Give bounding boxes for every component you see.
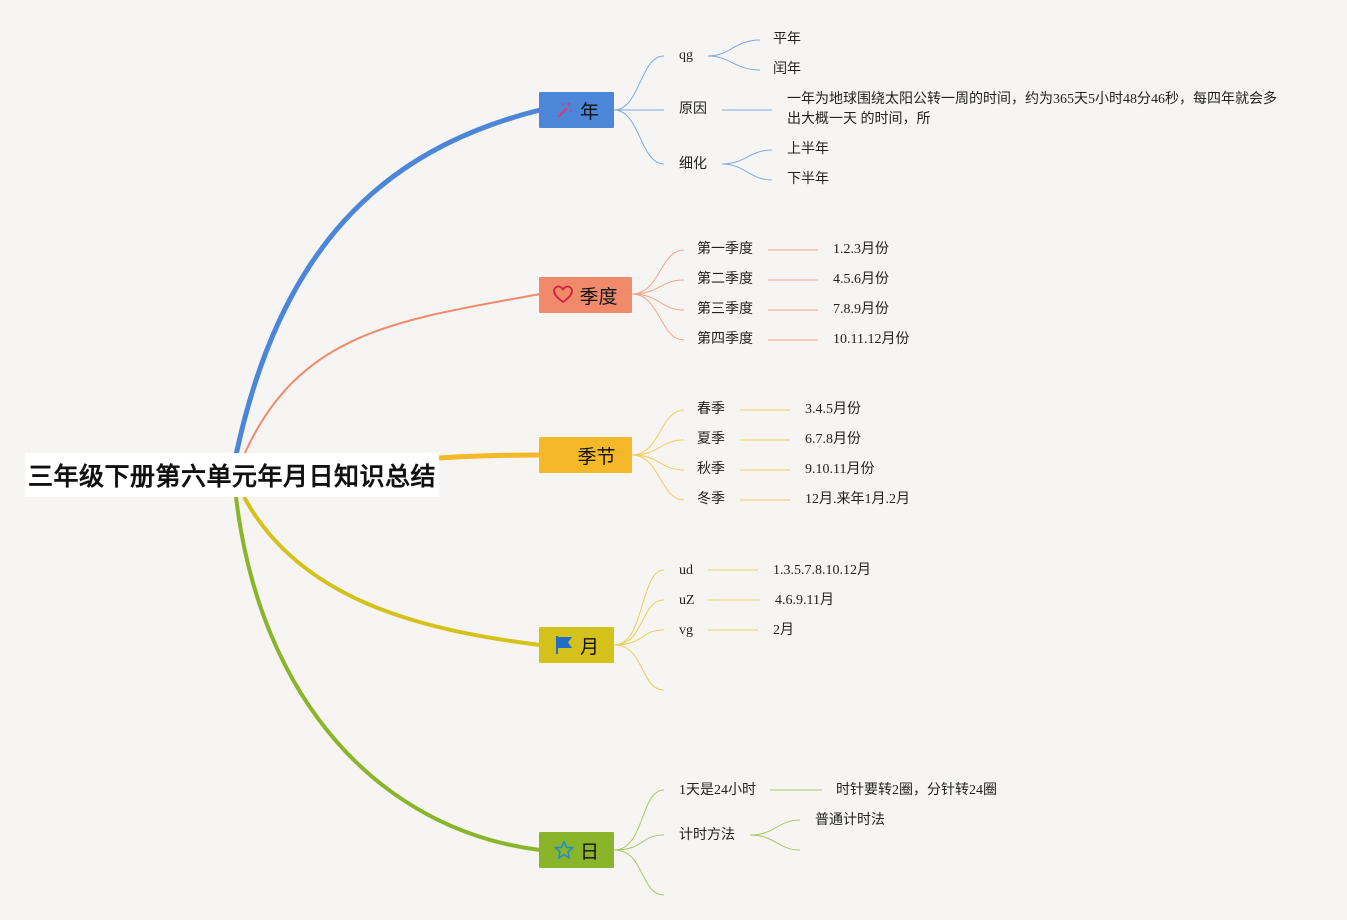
quarter-q1-label[interactable]: 第一季度 [697, 242, 753, 257]
connector-quarter [243, 293, 541, 456]
month-vg-value[interactable]: 2月 [773, 623, 794, 638]
season-summer-label[interactable]: 夏季 [697, 432, 725, 447]
season-autumn-label[interactable]: 秋季 [697, 462, 725, 477]
connector-season-children [631, 409, 790, 501]
day-timing-normal[interactable]: 普通计时法 [815, 813, 885, 828]
connector-year [233, 107, 541, 456]
day-timing-label[interactable]: 计时方法 [679, 828, 735, 843]
month-vg-label[interactable]: vg [679, 623, 693, 638]
star-icon [554, 840, 574, 859]
quarter-q4-value[interactable]: 10.11.12月份 [833, 332, 910, 347]
quarter-q2-label[interactable]: 第二季度 [697, 272, 753, 287]
connector-season [438, 452, 541, 461]
branch-month-label: 月 [579, 636, 599, 658]
connector-year-children [613, 39, 773, 181]
day-24h-label[interactable]: 1天是24小时 [679, 783, 756, 798]
branch-quarter-label: 季度 [579, 286, 618, 308]
branch-year-label: 年 [579, 101, 599, 123]
heart-icon [553, 285, 574, 304]
year-child-detail[interactable]: 细化 [679, 157, 707, 172]
year-second-half[interactable]: 下半年 [787, 172, 829, 187]
wand-icon [557, 103, 572, 118]
season-winter-value[interactable]: 12月.来年1月.2月 [805, 492, 910, 507]
year-reason-text[interactable]: 一年为地球围绕太阳公转一周的时间，约为365天5小时48分46秒，每四年就会多出… [787, 92, 1277, 127]
year-child-qg[interactable]: qg [679, 48, 693, 63]
season-summer-value[interactable]: 6.7.8月份 [805, 432, 861, 447]
month-uz-label[interactable]: uZ [679, 593, 695, 608]
branch-season[interactable]: 季节 [539, 437, 632, 473]
branch-year[interactable]: 年 [539, 92, 614, 128]
branch-day[interactable]: 日 [539, 832, 614, 868]
season-winter-label[interactable]: 冬季 [697, 492, 725, 507]
connector-day [234, 496, 541, 852]
quarter-q3-label[interactable]: 第三季度 [697, 302, 753, 317]
year-first-half[interactable]: 上半年 [787, 142, 829, 157]
branch-quarter[interactable]: 季度 [539, 277, 632, 313]
branch-month[interactable]: 月 [539, 627, 614, 663]
branch-day-label: 日 [579, 841, 599, 863]
connector-day-children [613, 789, 822, 896]
season-spring-value[interactable]: 3.4.5月份 [805, 402, 861, 417]
month-uz-value[interactable]: 4.6.9.11月 [775, 593, 834, 608]
month-ud-value[interactable]: 1.3.5.7.8.10.12月 [773, 563, 871, 578]
root-topic[interactable]: 三年级下册第六单元年月日知识总结 [25, 453, 439, 497]
year-leap-normal[interactable]: 平年 [773, 32, 801, 47]
quarter-q3-value[interactable]: 7.8.9月份 [833, 302, 889, 317]
connector-month [242, 496, 541, 647]
day-24h-value[interactable]: 时针要转2圈，分针转24圈 [836, 783, 997, 798]
season-spring-label[interactable]: 春季 [697, 402, 725, 417]
connector-quarter-children [631, 249, 818, 341]
branch-season-label: 季节 [577, 446, 616, 468]
quarter-q2-value[interactable]: 4.5.6月份 [833, 272, 889, 287]
quarter-q4-label[interactable]: 第四季度 [697, 332, 753, 347]
quarter-q1-value[interactable]: 1.2.3月份 [833, 242, 889, 257]
season-autumn-value[interactable]: 9.10.11月份 [805, 462, 875, 477]
connector-month-children [613, 569, 760, 691]
flag-icon [555, 636, 572, 654]
month-ud-label[interactable]: ud [679, 563, 693, 578]
year-leap-leap[interactable]: 闰年 [773, 62, 801, 77]
year-child-reason[interactable]: 原因 [679, 102, 707, 117]
